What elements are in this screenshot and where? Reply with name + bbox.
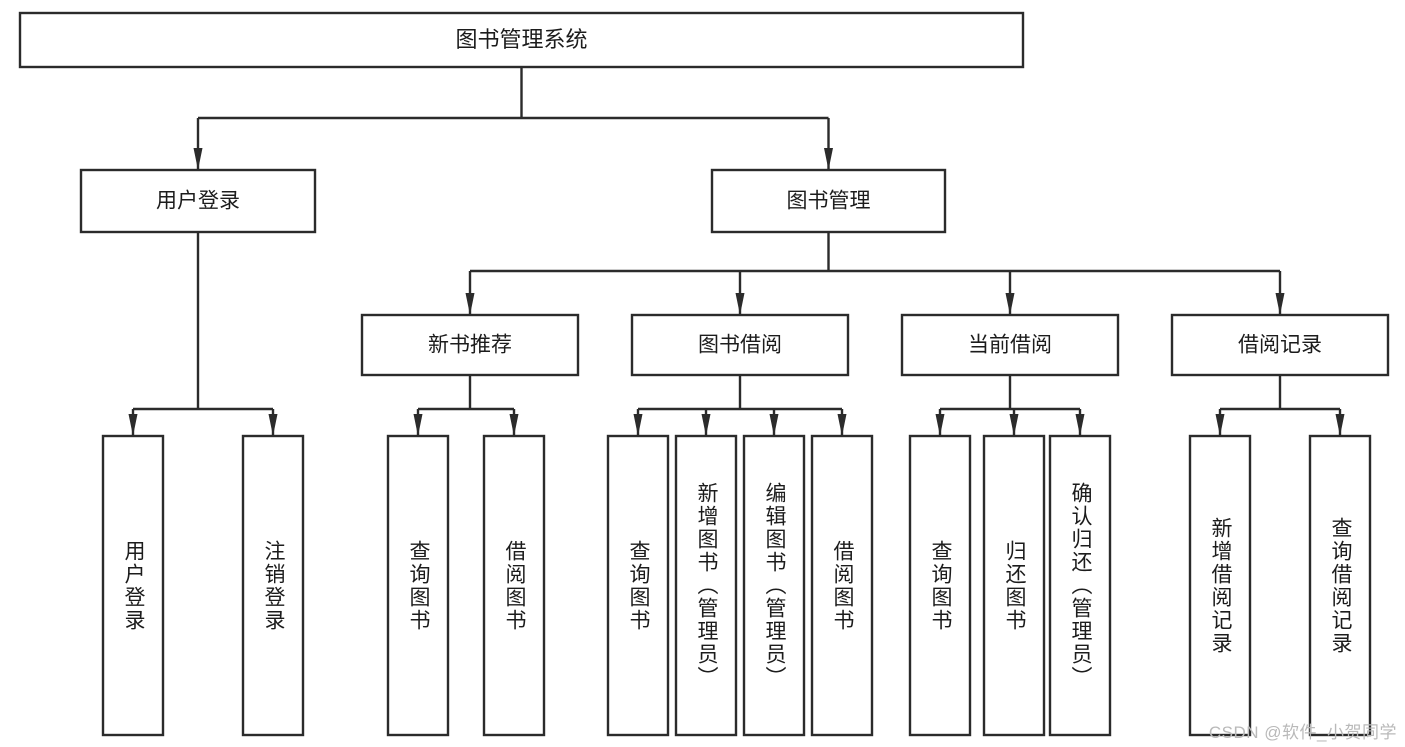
node-label-book-management: 图书管理 xyxy=(787,190,871,213)
node-label-book-borrow: 图书借阅 xyxy=(698,334,782,357)
node-box-br-query-record[interactable] xyxy=(1308,434,1372,737)
arrow-head-icon xyxy=(824,148,833,170)
arrow-head-icon xyxy=(935,414,945,436)
node-box-nb-query-book[interactable] xyxy=(386,434,450,737)
node-box-cb-return-book[interactable] xyxy=(982,434,1046,737)
node-box-bb-add-book[interactable] xyxy=(674,434,738,737)
arrow-head-icon xyxy=(1005,293,1015,315)
arrow-head-icon xyxy=(413,414,423,436)
node-box-current-borrow[interactable] xyxy=(900,313,1120,377)
node-box-nb-borrow-book[interactable] xyxy=(482,434,546,737)
arrow-head-icon xyxy=(465,293,475,315)
node-box-user-login[interactable] xyxy=(79,168,317,234)
node-box-borrow-record[interactable] xyxy=(1170,313,1390,377)
node-label-root: 图书管理系统 xyxy=(455,27,587,52)
node-label-current-borrow: 当前借阅 xyxy=(968,334,1052,357)
arrow-head-icon xyxy=(268,414,278,436)
arrow-head-icon xyxy=(509,414,519,436)
node-box-new-book-recommend[interactable] xyxy=(360,313,580,377)
arrow-head-icon xyxy=(837,414,847,436)
arrow-head-icon xyxy=(128,414,138,436)
arrow-head-icon xyxy=(1215,414,1225,436)
arrow-head-icon xyxy=(633,414,643,436)
arrow-head-icon xyxy=(1275,293,1285,315)
node-box-bb-edit-book[interactable] xyxy=(742,434,806,737)
edges-layer xyxy=(128,67,1345,436)
arrow-head-icon xyxy=(1075,414,1085,436)
node-box-cb-confirm-return[interactable] xyxy=(1048,434,1112,737)
arrow-head-icon xyxy=(769,414,779,436)
node-label-borrow-record: 借阅记录 xyxy=(1238,334,1322,357)
node-box-book-management[interactable] xyxy=(710,168,947,234)
csdn-watermark: CSDN @软件_小贺同学 xyxy=(1208,723,1397,742)
arrow-head-icon xyxy=(1009,414,1019,436)
arrow-head-icon xyxy=(701,414,711,436)
node-box-bb-borrow-book[interactable] xyxy=(810,434,874,737)
arrow-head-icon xyxy=(1335,414,1345,436)
node-box-cb-query-book[interactable] xyxy=(908,434,972,737)
node-label-new-book-recommend: 新书推荐 xyxy=(428,334,512,357)
node-box-root[interactable] xyxy=(18,11,1025,69)
arrow-head-icon xyxy=(735,293,745,315)
node-label-user-login: 用户登录 xyxy=(156,190,240,213)
node-box-user-login-do[interactable] xyxy=(101,434,165,737)
node-box-bb-query-book[interactable] xyxy=(606,434,670,737)
node-box-book-borrow[interactable] xyxy=(630,313,850,377)
arrow-head-icon xyxy=(193,148,203,170)
node-box-user-logout[interactable] xyxy=(241,434,305,737)
node-box-br-add-record[interactable] xyxy=(1188,434,1252,737)
